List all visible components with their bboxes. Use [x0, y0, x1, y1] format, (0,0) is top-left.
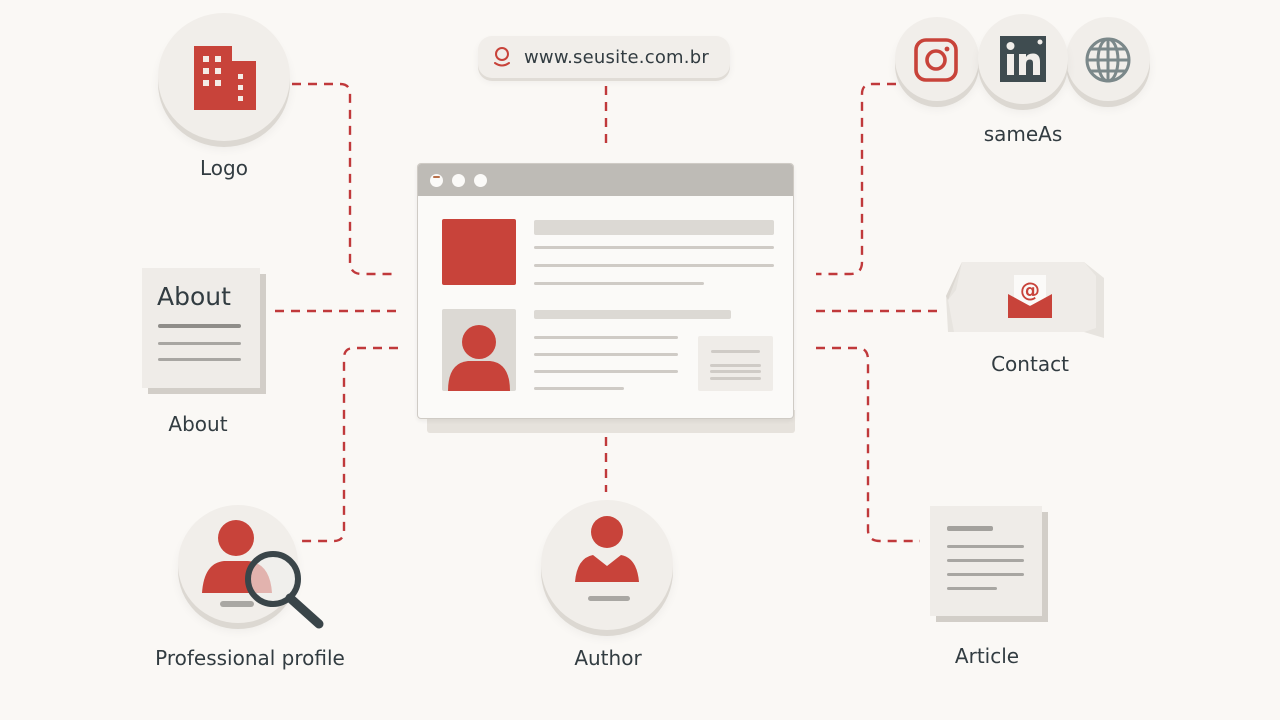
contact-label: Contact [991, 352, 1069, 376]
heading-bar [534, 220, 774, 235]
website-browser-window [417, 163, 794, 419]
text-line [534, 353, 678, 356]
connector-article [816, 346, 920, 543]
person-search-icon [202, 520, 324, 629]
text-line [534, 246, 774, 249]
text-line [534, 370, 678, 373]
logo-node [158, 13, 290, 141]
website-url-bar: www.seusite.com.br [478, 36, 730, 78]
instagram-node [895, 17, 979, 101]
about-label: About [168, 412, 228, 436]
sameas-label: sameAs [983, 122, 1063, 146]
logo-label: Logo [200, 156, 248, 180]
text-line [534, 336, 678, 339]
logo-block [442, 219, 516, 285]
browser-titlebar [418, 164, 793, 196]
person-icon [575, 516, 639, 601]
website-url-text: www.seusite.com.br [524, 46, 709, 68]
person-icon [448, 325, 510, 391]
professional-profile-node [178, 505, 324, 629]
window-dot [452, 174, 465, 187]
text-line [534, 387, 624, 390]
text-line [534, 282, 704, 285]
globe-node [1066, 17, 1150, 101]
instagram-icon [914, 38, 958, 82]
article-label: Article [954, 644, 1020, 668]
about-card-title: About [157, 282, 231, 311]
window-dot [474, 174, 487, 187]
at-symbol: @ [1020, 278, 1040, 302]
about-card-line [158, 324, 241, 328]
sidebar-card [698, 336, 773, 391]
about-card-line [158, 358, 241, 361]
linkedin-node [978, 14, 1068, 104]
globe-icon [1085, 37, 1131, 83]
about-card-line [158, 342, 241, 345]
article-card [930, 506, 1042, 616]
subheading-bar [534, 310, 731, 319]
author-label: Author [574, 646, 642, 670]
text-line [534, 264, 774, 267]
author-node [541, 500, 673, 630]
professional-profile-label: Professional profile [155, 646, 345, 670]
email-at-icon: @ [1008, 275, 1052, 318]
window-dot [430, 174, 443, 187]
connector-logo [292, 82, 398, 276]
location-pin-icon [494, 47, 510, 67]
about-card: About [142, 268, 260, 388]
building-icon [194, 46, 256, 110]
connector-sameas [816, 82, 896, 276]
linkedin-icon [1000, 36, 1046, 82]
author-photo-block [442, 309, 516, 391]
